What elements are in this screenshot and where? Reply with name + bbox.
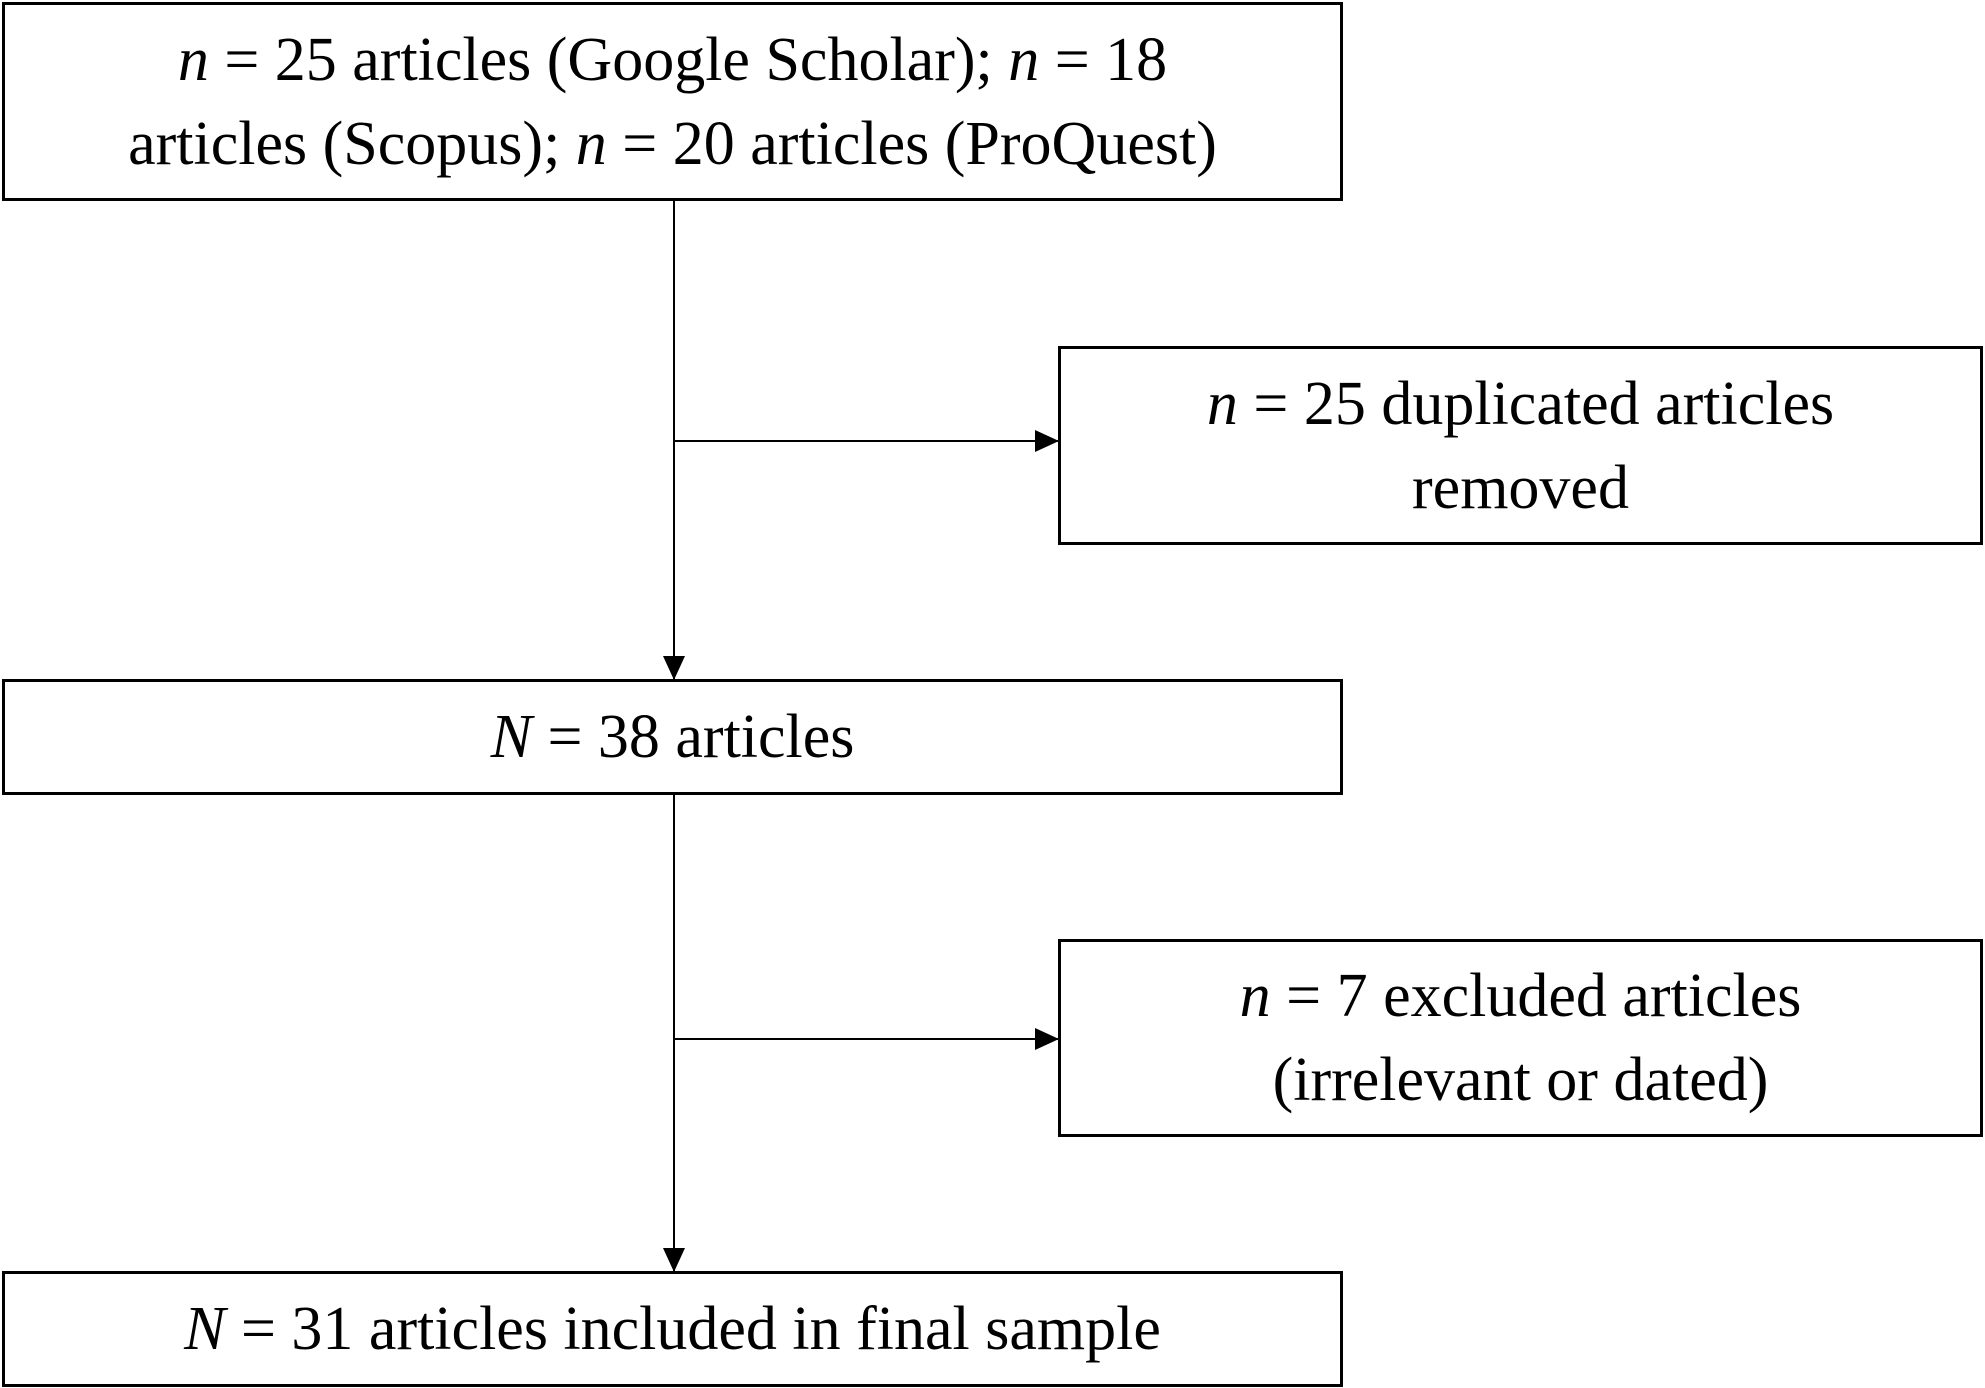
sources-n2-text: = 18 — [1039, 25, 1168, 94]
sources-n1-text: = 25 articles (Google Scholar); — [208, 25, 1009, 94]
duplicates-line-1: n = 25 duplicated articles — [1207, 362, 1834, 446]
final-sample-box: N = 31 articles included in final sample — [2, 1271, 1343, 1387]
excluded-line-2: (irrelevant or dated) — [1272, 1046, 1769, 1114]
final-text: = 31 articles included in final sample — [225, 1295, 1161, 1363]
final-var: N — [184, 1295, 226, 1363]
after-dedup-line: N = 38 articles — [491, 695, 855, 779]
sources-text-a: articles (Scopus); — [128, 109, 576, 178]
sources-n2-var: n — [1008, 25, 1040, 94]
excluded-line-1: n = 7 excluded articles — [1240, 954, 1802, 1038]
sources-line-2: articles (Scopus); n = 20 articles (ProQ… — [128, 102, 1217, 186]
duplicates-removed-box: n = 25 duplicated articles removed — [1058, 346, 1983, 545]
sources-line-1: n = 25 articles (Google Scholar); n = 18 — [178, 18, 1167, 102]
after-dedup-text: = 38 articles — [531, 703, 855, 771]
sources-n3-var: n — [575, 109, 607, 178]
excluded-var: n — [1239, 962, 1271, 1030]
sources-text-b: = 20 articles (ProQuest) — [606, 109, 1217, 178]
final-line: N = 31 articles included in final sample — [184, 1287, 1161, 1371]
after-dedup-box: N = 38 articles — [2, 679, 1343, 795]
duplicates-line-2: removed — [1412, 453, 1629, 522]
duplicates-var: n — [1206, 369, 1238, 438]
duplicates-text-1: = 25 duplicated articles — [1237, 369, 1835, 438]
sources-n1-var: n — [177, 25, 209, 94]
after-dedup-var: N — [490, 703, 532, 771]
excluded-box: n = 7 excluded articles (irrelevant or d… — [1058, 939, 1983, 1137]
excluded-text-1: = 7 excluded articles — [1270, 962, 1802, 1030]
sources-box: n = 25 articles (Google Scholar); n = 18… — [2, 2, 1343, 201]
